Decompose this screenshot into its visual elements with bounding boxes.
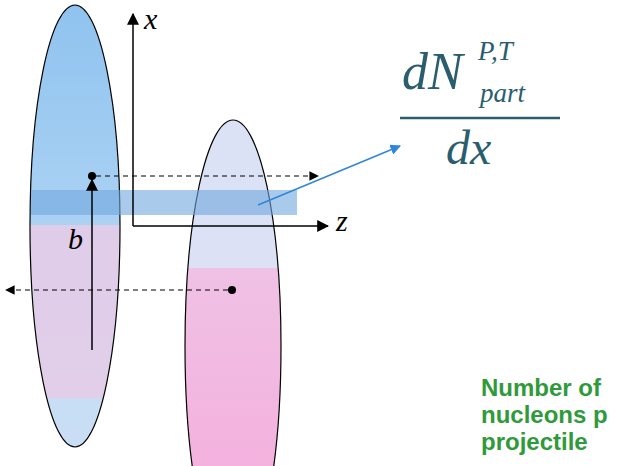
target-motion bbox=[6, 289, 228, 290]
fraction-bar bbox=[400, 117, 560, 120]
participant-band bbox=[31, 190, 297, 215]
z-axis bbox=[133, 225, 328, 227]
impact-parameter-label: b bbox=[68, 224, 83, 254]
impact-parameter-arrow bbox=[91, 180, 93, 350]
formula-superscript: P,T bbox=[478, 38, 513, 65]
target-center bbox=[228, 286, 236, 294]
pointer-line bbox=[258, 146, 400, 205]
note-text: Number of nucleons p projectile bbox=[481, 374, 627, 455]
projectile-center bbox=[88, 172, 96, 180]
projectile-nucleus bbox=[20, 5, 130, 458]
projectile-motion bbox=[96, 175, 318, 176]
target-nucleus bbox=[180, 118, 290, 466]
axis-label: x bbox=[144, 4, 157, 34]
axis-label: z bbox=[336, 206, 348, 236]
formula-subscript: part bbox=[480, 80, 525, 107]
x-axis bbox=[132, 14, 134, 226]
formula-numerator: dN bbox=[402, 46, 463, 98]
formula-denominator: dx bbox=[446, 124, 491, 172]
